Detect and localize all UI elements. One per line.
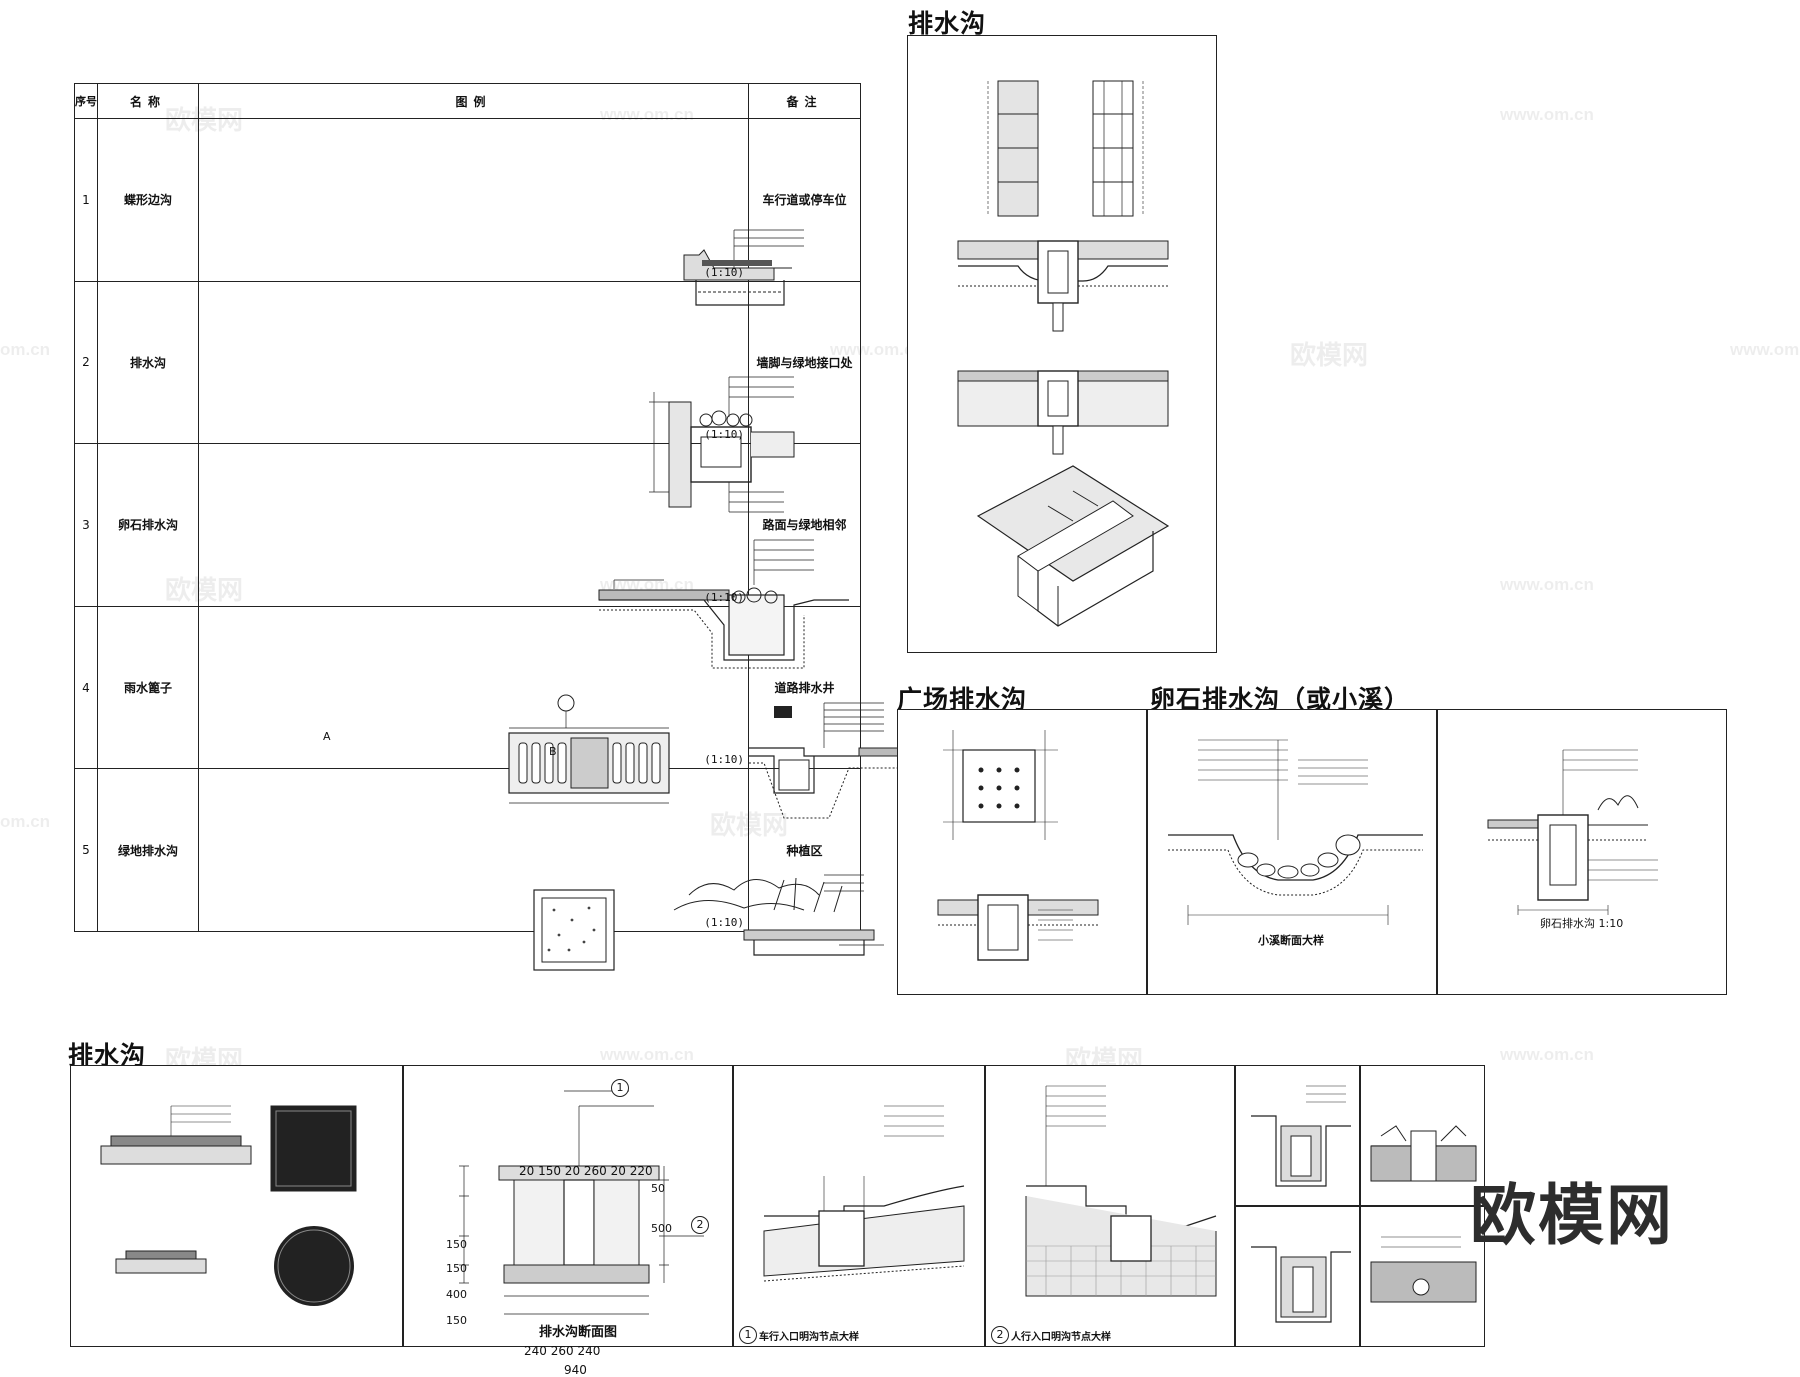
- pedestrian-entrance-panel: 2 人行入口明沟节点大样: [985, 1065, 1235, 1347]
- row-name: 蝶形边沟: [97, 118, 199, 282]
- pebble-detail-drawing: [1487, 749, 1658, 915]
- section-drawing-panel: 20 150 20 260 20 220 240 260 240 940 150…: [403, 1065, 733, 1377]
- vehicle-entrance-drawing: [763, 1105, 965, 1282]
- scale-label: (1:10): [704, 428, 744, 442]
- figure-label-b: B: [549, 744, 557, 758]
- row-index: 5: [74, 768, 98, 932]
- detail-number: 2: [991, 1326, 1009, 1344]
- pebble-scale-caption: 卵石排水沟 1:10: [1540, 917, 1624, 930]
- table-row: 1 蝶形边沟 (1:10) 车行道或停车位: [74, 118, 861, 306]
- row-figure: (1:10): [198, 280, 794, 513]
- row-note: 墙脚与绿地接口处: [748, 280, 861, 445]
- dim-bottom-2: 940: [564, 1363, 587, 1377]
- dim-left-2: 150: [446, 1262, 467, 1275]
- dim-left-4: 150: [446, 1314, 467, 1327]
- plaza-drain-panel: [897, 709, 1147, 995]
- pebble-detail-panel: 卵石排水沟 1:10: [1437, 709, 1727, 995]
- small-detail-drawing: [1251, 1085, 1351, 1187]
- scale-label: (1:10): [704, 916, 744, 929]
- dim-right-2: 500: [651, 1222, 672, 1235]
- brand-watermark: 欧模网: [1470, 1177, 1674, 1254]
- table-row: 2 排水沟 (1:10) 墙脚与绿地接口处: [74, 280, 861, 513]
- row-name: 雨水篦子: [97, 605, 199, 770]
- row-index: 4: [74, 605, 98, 770]
- row-figure: (1:10): [198, 118, 804, 306]
- scale-label: (1:10): [704, 590, 744, 604]
- detail-caption: 车行入口明沟节点大样: [759, 1332, 859, 1343]
- detail-number: 1: [739, 1326, 757, 1344]
- dim-left-1: 150: [446, 1238, 467, 1251]
- watermark: www.om.cn: [1500, 575, 1594, 594]
- row-note: 道路排水井: [748, 605, 861, 770]
- row-note: 车行道或停车位: [748, 118, 861, 282]
- header-index: 序号: [74, 83, 98, 119]
- small-detail-panel-1: [1235, 1065, 1360, 1206]
- header-legend: 图例: [198, 83, 749, 119]
- dim-left-3: 400: [446, 1288, 467, 1301]
- drain-details-drawing: [957, 80, 1170, 627]
- row-index: 1: [74, 118, 98, 282]
- small-detail-panel-4: [1360, 1206, 1485, 1347]
- pedestrian-entrance-drawing: [1025, 1085, 1217, 1297]
- table-header-row: 序号 名称 图例 备注: [74, 83, 861, 119]
- row-note: 种植区: [748, 768, 861, 932]
- row-index: 3: [74, 443, 98, 607]
- row-index: 2: [74, 280, 98, 445]
- scale-label: (1:10): [704, 753, 744, 767]
- detail-caption: 人行入口明沟节点大样: [1011, 1332, 1111, 1343]
- dim-top: 20 150 20 260 20 220: [519, 1164, 653, 1178]
- watermark: 欧模网: [1290, 341, 1369, 371]
- row-figure: (1:10): [198, 768, 884, 971]
- section-caption: 排水沟断面图: [539, 1325, 618, 1340]
- watermark: www.om.cn: [1500, 105, 1594, 124]
- manhole-panel: [70, 1065, 403, 1347]
- header-name: 名称: [97, 83, 199, 119]
- figure-label-a: A: [323, 729, 331, 743]
- plaza-drain-drawing: [937, 730, 1099, 961]
- small-detail-drawing: [1370, 1236, 1477, 1303]
- section-marker: 1: [611, 1079, 629, 1097]
- row-name: 卵石排水沟: [97, 443, 199, 607]
- row-figure: (1:10): [198, 443, 849, 669]
- small-detail-panel-2: [1360, 1065, 1485, 1206]
- watermark: om.cn: [0, 340, 51, 359]
- legend-table: 序号 名称 图例 备注 1 蝶形边沟 (1:10) 车行道或停车位 2 排水沟: [74, 83, 919, 971]
- scale-label: (1:10): [704, 265, 744, 279]
- stream-section-drawing: [1168, 739, 1423, 925]
- dim-bottom-1: 240 260 240: [524, 1344, 601, 1358]
- vehicle-entrance-panel: 1 车行入口明沟节点大样: [733, 1065, 985, 1347]
- row-name: 绿地排水沟: [97, 768, 199, 932]
- green-drain-drawing: [532, 874, 884, 971]
- header-note: 备注: [748, 83, 861, 119]
- small-detail-panel-3: [1235, 1206, 1360, 1347]
- drain-details-panel: [907, 35, 1217, 653]
- small-detail-drawing: [1251, 1246, 1351, 1323]
- watermark: www.om.cn: [1500, 1045, 1594, 1064]
- row-figure: A B (1:10): [198, 605, 919, 819]
- table-row: 5 绿地排水沟 (1:10) 种植区: [74, 768, 884, 971]
- watermark: www.om.cn: [1730, 340, 1800, 359]
- dim-right-1: 50: [651, 1182, 665, 1195]
- drain-section-drawing: [459, 1090, 704, 1315]
- watermark: om.cn: [0, 812, 51, 831]
- stream-caption: 小溪断面大样: [1258, 934, 1324, 947]
- manhole-drawing: [100, 1105, 357, 1306]
- section-title: 排水沟: [908, 9, 987, 38]
- row-note: 路面与绿地相邻: [748, 443, 861, 607]
- table-row: 4 雨水篦子 A B: [74, 605, 919, 819]
- watermark: www.om.cn: [600, 1045, 694, 1064]
- row-name: 排水沟: [97, 280, 199, 445]
- pebble-drain-panel: 小溪断面大样: [1147, 709, 1437, 995]
- small-detail-drawing: [1370, 1125, 1477, 1182]
- table-row: 3 卵石排水沟 (1:10) 路面与绿地相邻: [74, 443, 861, 669]
- section-marker: 2: [691, 1216, 709, 1234]
